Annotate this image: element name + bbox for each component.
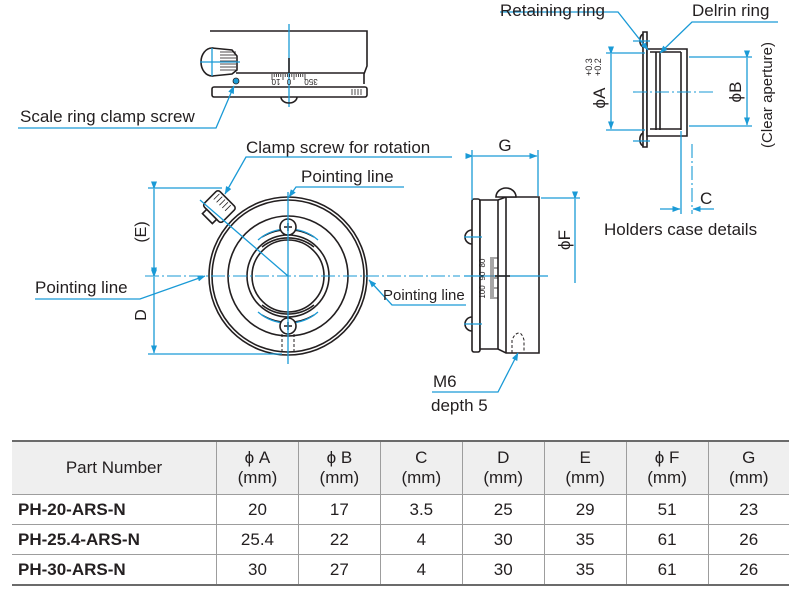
header-c: C(mm) xyxy=(379,441,463,495)
case-detail-caption: Holders case details xyxy=(604,220,757,239)
cell-d: 25 xyxy=(461,494,545,525)
clamp-screw-rotation-leader xyxy=(224,156,452,195)
cell-g: 26 xyxy=(707,524,789,555)
pointing-line-left-label: Pointing line xyxy=(35,278,128,297)
table-row: PH-25.4-ARS-N 25.4 22 4 30 35 61 26 xyxy=(12,524,789,555)
case-detail: Retaining ring Delrin ring ϕA +0.3 +0.2 … xyxy=(500,1,778,239)
technical-drawing: 350 0 10 Scale ring clamp screw xyxy=(18,1,778,415)
header-g: G(mm) xyxy=(707,441,789,495)
top-view-body-outline xyxy=(210,30,368,84)
cell-g: 26 xyxy=(707,554,789,586)
dim-B-note: (Clear aperture) xyxy=(759,42,776,148)
thread-callout-leader xyxy=(432,352,519,393)
dim-G-label: G xyxy=(498,136,511,155)
header-phi-f: ϕ F(mm) xyxy=(625,441,709,495)
side-scale-label-80: 80 xyxy=(478,258,487,267)
dim-D-label: D xyxy=(133,309,150,321)
clamp-screw-rotation-label: Clamp screw for rotation xyxy=(246,138,430,157)
dim-A-tol-upper: +0.3 xyxy=(584,58,594,76)
dim-C-label: C xyxy=(700,189,712,208)
cell-d: 30 xyxy=(461,554,545,586)
cell-d: 30 xyxy=(461,524,545,555)
cell-c: 4 xyxy=(379,524,463,555)
cell-phi-a: 30 xyxy=(216,554,299,586)
cell-e: 35 xyxy=(543,554,627,586)
cell-part-number: PH-25.4-ARS-N xyxy=(12,524,217,555)
dim-B-label: ϕB xyxy=(726,82,745,103)
retaining-ring-leader xyxy=(500,11,649,51)
cell-e: 29 xyxy=(543,494,627,525)
side-scale-label-90: 90 xyxy=(478,271,487,280)
dim-A-label: ϕA xyxy=(590,87,609,109)
side-scale-label-100: 100 xyxy=(478,285,487,299)
dim-A-tol-lower: +0.2 xyxy=(593,58,603,76)
cell-c: 4 xyxy=(379,554,463,586)
cell-phi-a: 25.4 xyxy=(216,524,299,555)
top-scale-label-0: 0 xyxy=(286,77,291,86)
cell-part-number: PH-20-ARS-N xyxy=(12,494,217,525)
header-e: E(mm) xyxy=(543,441,627,495)
side-view-scale-ticks xyxy=(490,257,498,299)
delrin-ring-leader xyxy=(659,21,778,54)
header-d: D(mm) xyxy=(461,441,545,495)
cell-e: 35 xyxy=(543,524,627,555)
pointing-line-left-leader xyxy=(35,275,206,300)
header-part-number: Part Number xyxy=(12,441,217,495)
pointing-line-right-leader xyxy=(368,279,466,306)
cell-g: 23 xyxy=(707,494,789,525)
table-row: PH-20-ARS-N 20 17 3.5 25 29 51 23 xyxy=(12,494,789,525)
front-view: (E) D Clamp screw for rotation Pointing … xyxy=(35,138,466,364)
dim-F-label: ϕF xyxy=(555,230,574,250)
pointing-line-top-label: Pointing line xyxy=(301,167,394,186)
top-scale-label-10: 10 xyxy=(271,77,280,86)
cell-c: 3.5 xyxy=(379,494,463,525)
side-view: 100 90 80 G ϕF M6 depth 5 xyxy=(431,136,580,415)
scale-ring-clamp-screw xyxy=(232,77,240,85)
specifications-table: Part Number ϕ A(mm) ϕ B(mm) C(mm) D(mm) … xyxy=(12,440,789,586)
scale-ring-clamp-screw-label: Scale ring clamp screw xyxy=(20,107,196,126)
cell-phi-a: 20 xyxy=(216,494,299,525)
cell-phi-b: 22 xyxy=(297,524,381,555)
clamp-screw-axis xyxy=(199,199,289,277)
retaining-ring xyxy=(642,31,648,148)
table-row: PH-30-ARS-N 30 27 4 30 35 61 26 xyxy=(12,554,789,586)
cell-phi-f: 61 xyxy=(625,524,709,555)
dim-E-label: (E) xyxy=(133,221,150,242)
pointing-line-right-label: Pointing line xyxy=(383,287,465,304)
scale-ring-clamp-screw-leader xyxy=(18,85,235,129)
thread-callout-label: M6 xyxy=(433,372,457,391)
top-view-scale-ticks xyxy=(271,74,306,80)
header-phi-a: ϕ A(mm) xyxy=(216,441,299,495)
header-phi-b: ϕ B(mm) xyxy=(297,441,381,495)
retaining-ring-label: Retaining ring xyxy=(500,1,605,20)
thread-depth-label: depth 5 xyxy=(431,396,488,415)
pointing-line-top-leader xyxy=(288,186,404,198)
cell-part-number: PH-30-ARS-N xyxy=(12,554,217,586)
delrin-ring-label: Delrin ring xyxy=(692,1,769,20)
cell-phi-f: 61 xyxy=(625,554,709,586)
rotation-clamp-screw xyxy=(201,190,236,225)
side-view-body xyxy=(479,196,540,354)
table-header-row: Part Number ϕ A(mm) ϕ B(mm) C(mm) D(mm) … xyxy=(12,441,789,495)
top-view: 350 0 10 Scale ring clamp screw xyxy=(18,24,368,129)
top-scale-label-350: 350 xyxy=(304,77,318,86)
cell-phi-b: 17 xyxy=(297,494,381,525)
cell-phi-f: 51 xyxy=(625,494,709,525)
cell-phi-b: 27 xyxy=(297,554,381,586)
